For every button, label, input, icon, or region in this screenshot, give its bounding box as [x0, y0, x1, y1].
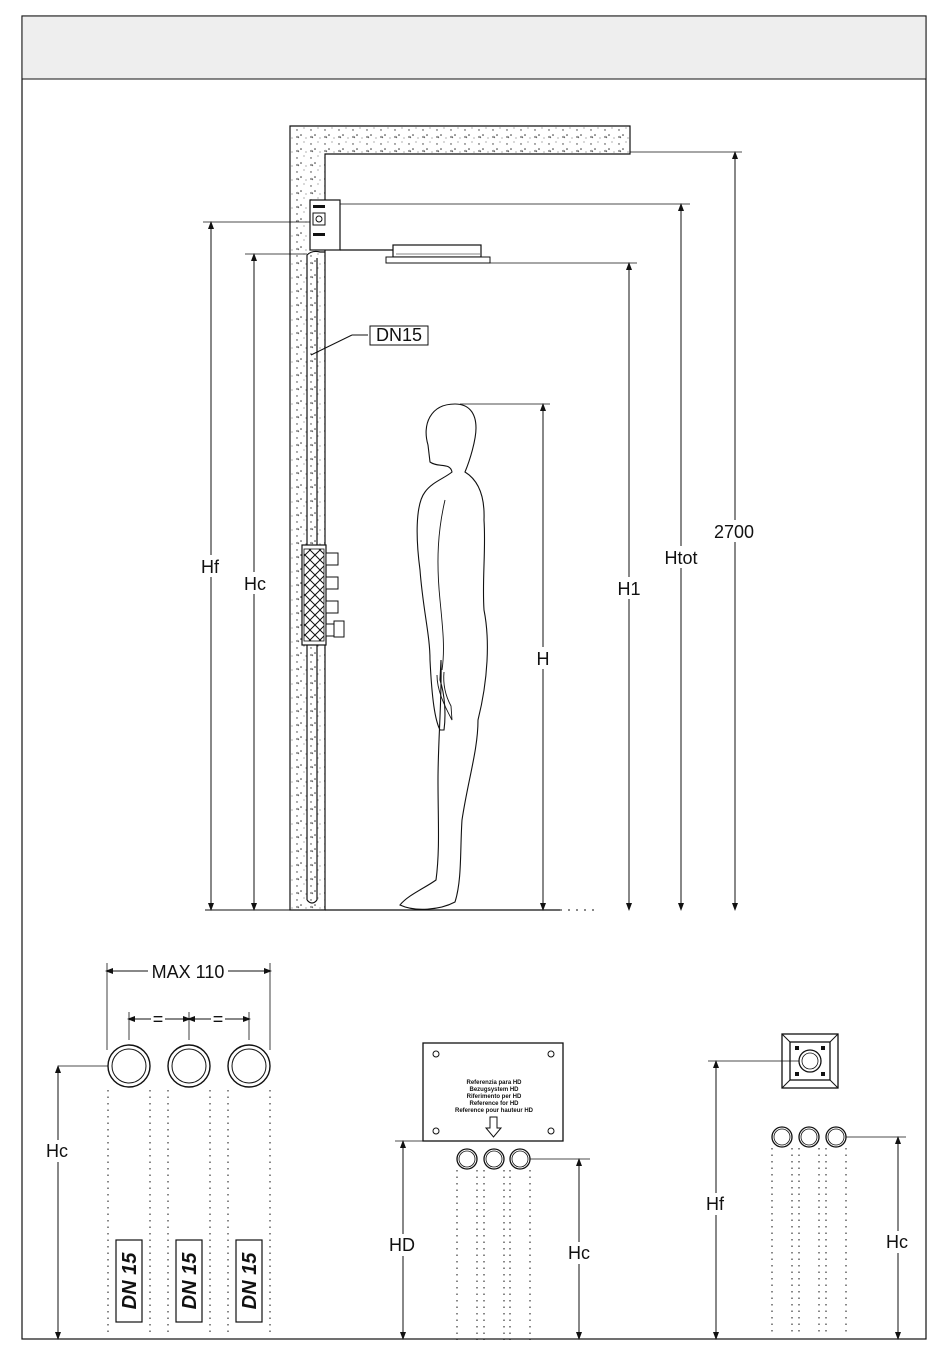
dimension-extension-lines [203, 152, 742, 404]
htot-dimension-label: Htot [664, 548, 697, 568]
dn15-pipe-3: DN 15 [239, 1252, 261, 1310]
dn15-label: DN15 [376, 325, 422, 345]
h-dimension-label: H [537, 649, 550, 669]
hd-label: HD [389, 1235, 415, 1255]
h1-dimension-label: H1 [617, 579, 640, 599]
shower-head-assembly [310, 200, 490, 263]
hf-dimension-label: Hf [201, 557, 220, 577]
hc-middle-label: Hc [568, 1243, 590, 1263]
plate-line-1: Referenzia para HD [466, 1080, 522, 1086]
figure-arm-inner [438, 500, 445, 670]
hc-dimension-label: Hc [244, 574, 266, 594]
max-spacing-label: MAX 110 [152, 962, 225, 982]
hf-hc-detail: Hf Hc [703, 1034, 913, 1336]
equal-spacing-right: = [213, 1009, 224, 1029]
hd-reference-detail: Referenzia para HD Bezugsystem HD Riferi… [387, 1043, 595, 1340]
hf-right-label: Hf [706, 1194, 725, 1214]
equal-spacing-left: = [153, 1009, 164, 1029]
plate-line-3: Riferimento per HD [467, 1094, 522, 1100]
hc-right-label: Hc [886, 1232, 908, 1252]
total-height-label: 2700 [714, 522, 754, 542]
mixer-valve [302, 545, 344, 645]
dn15-pipe-2: DN 15 [179, 1252, 201, 1310]
plate-line-4: Reference for HD [469, 1101, 519, 1107]
plate-line-5: Reference pour hauteur HD [455, 1108, 534, 1114]
dn15-pipe-1: DN 15 [119, 1252, 141, 1310]
pipe-spacing-detail: MAX 110 = = Hc DN 15 [43, 962, 270, 1336]
plate-line-2: Bezugsystem HD [469, 1087, 519, 1093]
hc-left-label: Hc [46, 1141, 68, 1161]
header-band [22, 16, 926, 79]
